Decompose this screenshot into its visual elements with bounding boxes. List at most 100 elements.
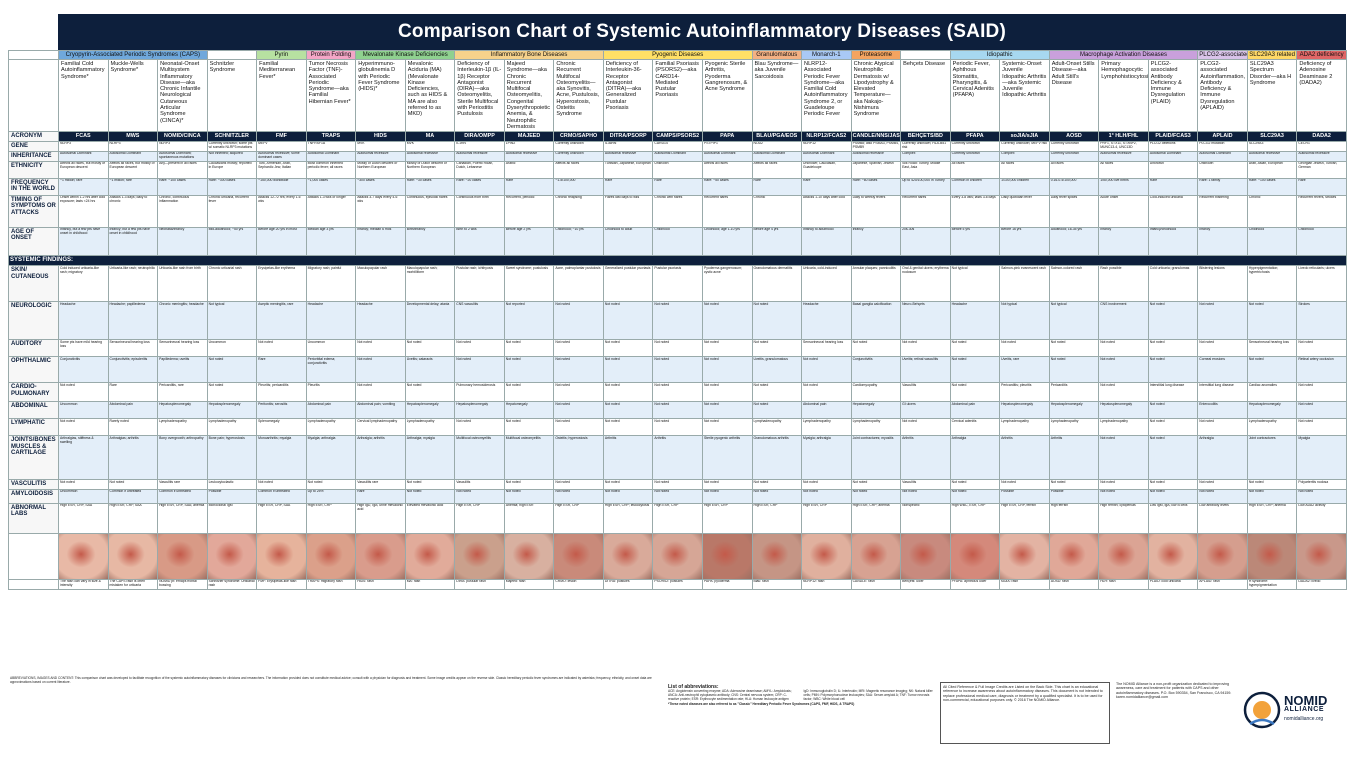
table-cell: Lymphadenopathy	[206, 418, 258, 437]
table-cell: Pericarditis	[1048, 382, 1100, 403]
table-cell: Not noted	[701, 418, 753, 437]
photo-caption: MA: rash	[404, 578, 456, 590]
table-cell: Infancy; median 6 mos	[355, 226, 406, 256]
table-cell: IL36RN	[602, 140, 654, 152]
clinical-photo	[850, 532, 902, 580]
table-cell: Common in children	[949, 177, 1001, 196]
acronym: HIDS	[355, 131, 406, 142]
table-cell: Not noted	[503, 382, 555, 403]
table-cell: Arthritis	[900, 435, 951, 481]
photo-row	[8, 532, 1347, 580]
table-cell: Livedo reticularis; ulcers	[1296, 265, 1347, 303]
table-cell: Vasculitis	[900, 382, 951, 403]
clinical-photo	[206, 532, 258, 580]
table-cell: Not noted	[999, 479, 1050, 490]
table-cell: Not noted	[553, 382, 604, 403]
table-cell: Not noted	[652, 401, 703, 420]
clinical-photo	[107, 532, 159, 580]
acronym: BLAU/PGA/EOS	[751, 131, 803, 142]
disease-name: Blau Syndrome—aka Juvenile Sarcoidosis	[751, 58, 803, 133]
table-cell: Pericarditis; pleuritis	[999, 382, 1050, 403]
row-label: ETHNICITY	[8, 160, 59, 179]
table-cell: Arthralgias, stiffness & swelling	[58, 435, 109, 481]
table-cell: Not noted	[1197, 301, 1248, 341]
table-cell: Sweet syndrome; pustulosis	[503, 265, 555, 303]
acronym: SCHNITZLER	[206, 131, 258, 142]
table-cell: Not noted	[454, 339, 505, 358]
table-cell: Not noted	[107, 479, 159, 490]
table-cell: Nonspecific	[900, 502, 951, 534]
table-cell: Not noted	[801, 382, 852, 403]
disease-name: Familial Psoriasis (PSORS2)—aka CARD14-M…	[652, 58, 703, 133]
table-cell: Myalgia; arthralgia	[305, 435, 357, 481]
table-cell: Chronic	[751, 194, 803, 228]
group-header: Mevalonate Kinase Deficiencies	[355, 50, 456, 60]
table-cell: Headache	[305, 301, 357, 341]
photo-caption: NOMID pt: erhaps frontal bossing	[157, 578, 208, 590]
logo-url[interactable]: nomidalliance.org	[1284, 716, 1324, 722]
clinical-photo-image	[1050, 534, 1098, 579]
table-cell: Not noted	[801, 479, 852, 490]
disease-name: SLC29A3 Spectrum Disorder—aka H Syndrome	[1246, 58, 1298, 133]
table-cell: Chronic relapsing	[553, 194, 604, 228]
table-cell: PLCG2 mutation	[1197, 140, 1248, 152]
logo-subtitle: ALLIANCE	[1284, 706, 1325, 713]
table-cell: Uveitis, rare	[999, 356, 1050, 384]
clinical-photo-image	[1198, 534, 1247, 579]
table-cell: Childhood to adult	[602, 226, 654, 256]
table-cell: Acute onset	[1098, 194, 1149, 228]
table-cell: Not noted	[1147, 435, 1199, 481]
photo-caption: CANDLE: rash	[850, 578, 902, 590]
photo-caption: APLAID: rash	[1197, 578, 1248, 590]
clinical-photo-image	[802, 534, 851, 579]
table-cell: Rare: 1 family	[1197, 177, 1248, 196]
table-cell: Not noted	[1296, 418, 1347, 437]
group-header: SLC29A3 related	[1246, 50, 1298, 60]
table-cell: Hepatosplenomegaly	[1098, 401, 1149, 420]
table-cell: Not noted	[652, 339, 703, 358]
table-cell: Not noted	[503, 418, 555, 437]
table-cell: Aseptic meningitis, rare	[256, 301, 307, 341]
table-cell: Not noted	[949, 382, 1001, 403]
acronym: CAMPS/PSORS2	[652, 131, 703, 142]
table-cell: Not noted	[1246, 479, 1298, 490]
table-cell: Unknown	[1147, 160, 1199, 179]
table-cell: Generalized pustular psoriasis	[602, 265, 654, 303]
table-cell: Maculopapular rash; morbilliform	[404, 265, 456, 303]
table-cell: Affects all races	[701, 160, 753, 179]
disease-name: NLRP12-Associated Periodic Fever Syndrom…	[801, 58, 852, 133]
table-cell: Sensorineural hearing loss	[157, 339, 208, 358]
disease-name: Muckle-Wells Syndrome*	[107, 58, 159, 133]
table-cell: Bony overgrowth; arthropathy	[157, 435, 208, 481]
table-cell: Currently unknown	[1048, 150, 1100, 162]
table-cell: Daily to weekly fevers	[850, 194, 902, 228]
table-cell: Arthralgia	[1197, 435, 1248, 481]
table-cell: Not noted	[355, 356, 406, 384]
table-cell: Infancy/childhood	[1147, 226, 1199, 256]
photo-caption: The rash can vary in size & intensity	[58, 578, 109, 590]
clinical-photo-image	[1297, 534, 1346, 579]
table-cell: Not typical	[949, 265, 1001, 303]
table-cell: Georgian Jewish, Turkish, German	[1296, 160, 1347, 179]
organization-info: The NOMID Alliance is a non-profit organ…	[1116, 682, 1232, 699]
table-cell: Not noted	[751, 301, 803, 341]
table-cell: Complex	[900, 150, 951, 162]
table-cell: Headache	[58, 301, 109, 341]
table-cell: Daily quotidian fever	[999, 194, 1050, 228]
table-cell: Not noted	[652, 356, 703, 384]
table-cell: Not reported	[503, 301, 555, 341]
table-cell: Rare: ~50 cases	[701, 177, 753, 196]
table-cell: Uncommon	[305, 339, 357, 358]
photo-caption: CRMO: lesion	[553, 578, 604, 590]
table-cell: Lymphadenopathy	[801, 418, 852, 437]
disease-name: Schnitzler Syndrome	[206, 58, 258, 133]
table-cell: Not noted	[602, 418, 654, 437]
table-cell: Not noted	[1147, 401, 1199, 420]
table-cell: All races	[949, 160, 1001, 179]
table-cell: Currently unknown	[949, 150, 1001, 162]
table-cell: Myalgia	[1296, 435, 1347, 481]
table-cell: Vasculitis	[454, 479, 505, 490]
